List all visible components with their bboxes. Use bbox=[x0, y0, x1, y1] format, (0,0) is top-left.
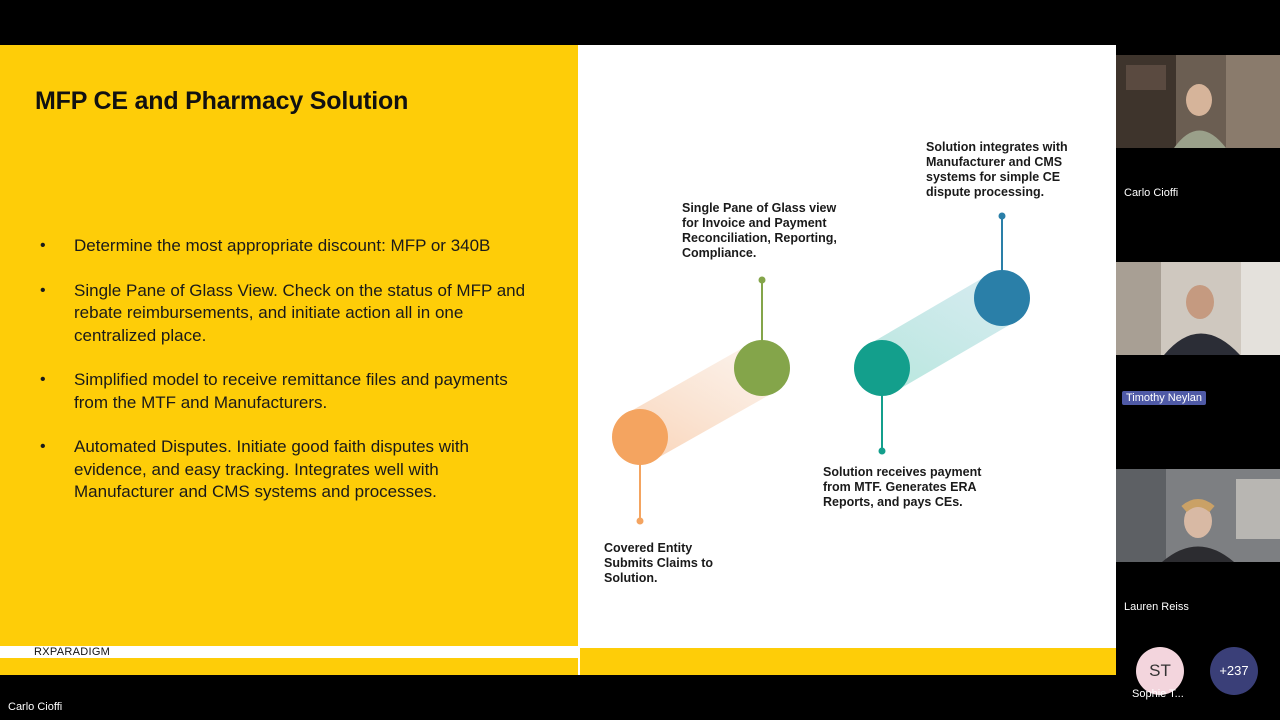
more-participants-button[interactable]: +237 bbox=[1210, 647, 1258, 695]
participant-avatar[interactable]: ST bbox=[1136, 647, 1184, 695]
step-node-4 bbox=[974, 270, 1030, 326]
footer-bottom-band bbox=[0, 658, 1116, 675]
video-feed-image bbox=[1116, 262, 1280, 355]
bullet-item: Determine the most appropriate discount:… bbox=[40, 235, 540, 258]
participant-video bbox=[1116, 55, 1280, 148]
participant-name: Sophie T... bbox=[1132, 688, 1184, 700]
footer-white-band bbox=[0, 646, 578, 658]
leader-dot-2 bbox=[758, 276, 766, 284]
step-node-3 bbox=[854, 340, 910, 396]
bullet-item: Single Pane of Glass View. Check on the … bbox=[40, 280, 540, 348]
step-node-2 bbox=[734, 340, 790, 396]
presenter-label: Carlo Cioffi bbox=[8, 701, 63, 713]
participants-panel: Carlo Cioffi Timothy Neylan bbox=[1116, 45, 1280, 720]
bullet-item: Automated Disputes. Initiate good faith … bbox=[40, 436, 540, 504]
bullet-item: Simplified model to receive remittance f… bbox=[40, 369, 540, 414]
leader-dot-4 bbox=[998, 212, 1006, 220]
step-label-4: Solution integrates with Manufacturer an… bbox=[926, 140, 1068, 199]
shared-slide: MFP CE and Pharmacy Solution Determine t… bbox=[0, 45, 1116, 675]
slide-title: MFP CE and Pharmacy Solution bbox=[35, 87, 409, 115]
step-label-3: Solution receives payment from MTF. Gene… bbox=[823, 465, 982, 509]
slide-left-panel: MFP CE and Pharmacy Solution Determine t… bbox=[0, 45, 578, 675]
video-feed-image bbox=[1116, 55, 1280, 148]
participant-name: Lauren Reiss bbox=[1124, 601, 1189, 613]
bullet-list: Determine the most appropriate discount:… bbox=[40, 235, 540, 526]
leader-dot-1 bbox=[636, 517, 644, 525]
brand-logo: RXPARADIGM bbox=[34, 646, 111, 658]
step-label-1: Covered Entity Submits Claims to Solutio… bbox=[604, 541, 714, 585]
participant-name: Timothy Neylan bbox=[1122, 391, 1207, 405]
participant-name: Carlo Cioffi bbox=[1124, 187, 1179, 199]
footer-divider bbox=[578, 658, 580, 675]
video-feed-image bbox=[1116, 469, 1280, 562]
step-label-2: Single Pane of Glass view for Invoice an… bbox=[682, 201, 837, 260]
participant-video bbox=[1116, 469, 1280, 562]
process-diagram: Covered Entity Submits Claims to Solutio… bbox=[580, 45, 1116, 645]
participant-video bbox=[1116, 262, 1280, 355]
leader-dot-3 bbox=[878, 447, 886, 455]
footer-yellow-band bbox=[580, 648, 1116, 658]
step-node-1 bbox=[612, 409, 668, 465]
process-diagram-svg bbox=[612, 212, 1030, 525]
